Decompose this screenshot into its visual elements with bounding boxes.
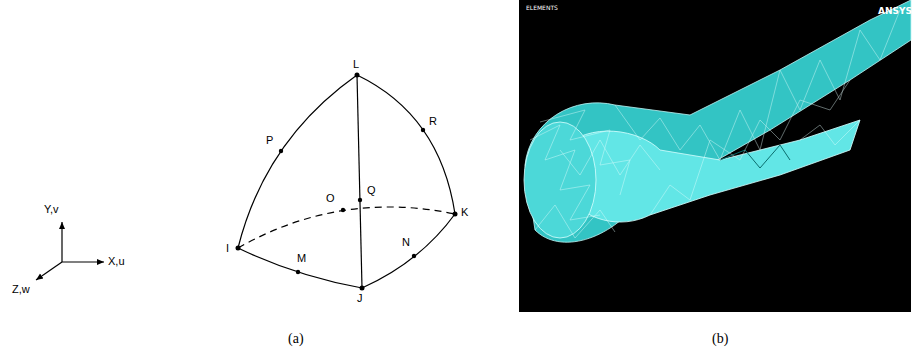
axis-label: X,u bbox=[108, 256, 125, 267]
node-letter: L bbox=[353, 59, 359, 70]
ansys-screenshot bbox=[519, 0, 911, 312]
subfigure-caption: (b) bbox=[712, 332, 728, 346]
axis-label: Z,w bbox=[12, 284, 30, 295]
node-letter: J bbox=[357, 293, 363, 304]
screen-text: ELEMENTS bbox=[526, 5, 558, 11]
axis-triad bbox=[36, 222, 104, 280]
node-letter: K bbox=[461, 207, 468, 218]
node-letter: I bbox=[226, 243, 229, 254]
node-letter: N bbox=[402, 237, 410, 248]
node-letter: M bbox=[297, 253, 306, 264]
node-dots bbox=[236, 73, 458, 291]
node-letter: O bbox=[326, 193, 335, 204]
node-letter: P bbox=[266, 135, 273, 146]
node-letter: R bbox=[429, 116, 437, 127]
logo-text: ANSYS bbox=[878, 7, 912, 16]
subfigure-caption: (a) bbox=[288, 332, 304, 346]
axis-label: Y,v bbox=[44, 204, 58, 215]
tetra-element bbox=[238, 75, 455, 288]
node-letter: Q bbox=[367, 185, 376, 196]
